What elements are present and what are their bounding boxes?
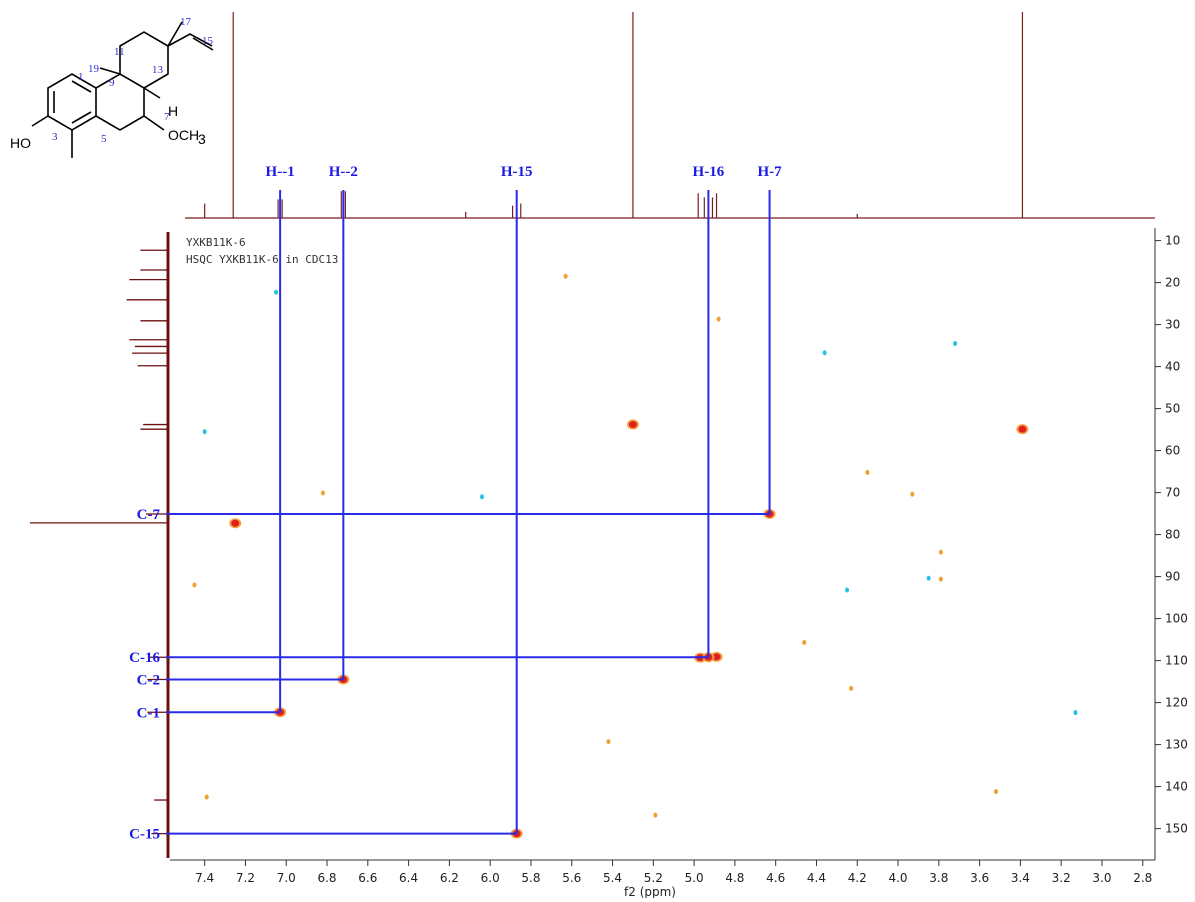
solvent-peak [628,421,637,429]
carbon-label: C-1 [137,705,160,721]
y-tick-label: 40 [1165,360,1180,374]
noise-peak [563,273,568,279]
solvent-peak [231,519,240,527]
proton-label: H-7 [757,164,782,180]
proton-label: H-16 [693,164,725,180]
y-tick-label: 30 [1165,318,1180,332]
x-axis-label: f2 (ppm) [624,885,676,898]
group-hydroxyl: HO [10,135,31,151]
noise-peak [202,429,207,435]
noise-peak [274,289,279,295]
experiment-note: HSQC YXKB11K-6 in CDC13 [186,253,338,266]
x-tick-label: 3.0 [1092,871,1111,885]
noise-peak [845,587,850,593]
x-tick-label: 6.4 [399,871,418,885]
x-tick-label: 3.4 [1011,871,1030,885]
solvent-peak [1018,425,1027,433]
noise-peak [938,576,943,582]
noise-peak [716,316,721,322]
noise-peak [802,640,807,646]
noise-peak [849,685,854,691]
solvent-peak [712,653,721,661]
proton-label: H--1 [266,164,295,180]
y-tick-label: 110 [1165,654,1188,668]
y-tick-label: 100 [1165,612,1188,626]
group-methoxy-subscript: 3 [198,131,206,147]
atom-label-11: 11 [114,46,125,58]
noise-peak [320,490,325,496]
x-tick-label: 2.8 [1133,871,1152,885]
atom-label-9: 9 [109,77,115,89]
noise-peak [926,575,931,581]
y-tick-label: 80 [1165,528,1180,542]
noise-peak [1073,710,1078,716]
atom-label-1: 1 [78,71,84,83]
y-tick-label: 70 [1165,486,1180,500]
carbon-label: C-7 [137,507,161,523]
noise-peak [865,469,870,475]
noise-peak [192,582,197,588]
atom-label-15: 15 [202,35,214,47]
x-tick-label: 4.2 [848,871,867,885]
chemical-structure [31,21,214,158]
noise-peak [204,794,209,800]
x-tick-label: 5.2 [644,871,663,885]
x-tick-label: 3.8 [929,871,948,885]
noise-peak [822,350,827,356]
atom-label-19: 19 [88,63,100,75]
x-tick-label: 6.0 [481,871,500,885]
atom-label-3: 3 [52,131,58,143]
noise-peak [606,739,611,745]
proton-label: H-15 [501,164,533,180]
carbon-label: C-16 [129,650,160,666]
y-tick-label: 10 [1165,234,1180,248]
x-tick-label: 6.2 [440,871,459,885]
atom-label-17: 17 [180,16,192,28]
group-methoxy: OCH [168,127,199,143]
sample-name: YXKB11K-6 [186,236,246,249]
x-tick-label: 6.8 [317,871,336,885]
y-tick-label: 50 [1165,402,1180,416]
y-tick-label: 140 [1165,780,1188,794]
atom-label-13: 13 [152,64,164,76]
x-tick-label: 6.6 [358,871,377,885]
noise-peak [653,812,658,818]
atom-label-5: 5 [101,133,107,145]
carbon-label: C-15 [129,827,160,843]
y-tick-label: 90 [1165,570,1180,584]
x-tick-label: 5.8 [521,871,540,885]
noise-peak [480,494,485,500]
noise-peak [993,789,998,795]
atom-label-7: 7 [164,111,170,123]
y-tick-label: 150 [1165,822,1188,836]
y-tick-label: 20 [1165,276,1180,290]
noise-peak [910,491,915,497]
x-tick-label: 3.6 [970,871,989,885]
noise-peak [938,549,943,555]
x-tick-label: 7.2 [236,871,255,885]
y-tick-label: 120 [1165,696,1188,710]
x-tick-label: 3.2 [1052,871,1071,885]
x-tick-label: 4.0 [888,871,907,885]
x-tick-label: 7.4 [195,871,214,885]
proton-label: H--2 [329,164,358,180]
y-tick-label: 60 [1165,444,1180,458]
y-tick-label: 130 [1165,738,1188,752]
x-tick-label: 4.8 [725,871,744,885]
noise-peak [953,341,958,346]
x-tick-label: 5.0 [685,871,704,885]
x-tick-label: 4.6 [766,871,785,885]
carbon-label: C-2 [137,673,160,689]
x-tick-label: 4.4 [807,871,826,885]
x-tick-label: 5.4 [603,871,622,885]
group-hydrogen: H [168,103,178,119]
x-tick-label: 7.0 [277,871,296,885]
x-tick-label: 5.6 [562,871,581,885]
